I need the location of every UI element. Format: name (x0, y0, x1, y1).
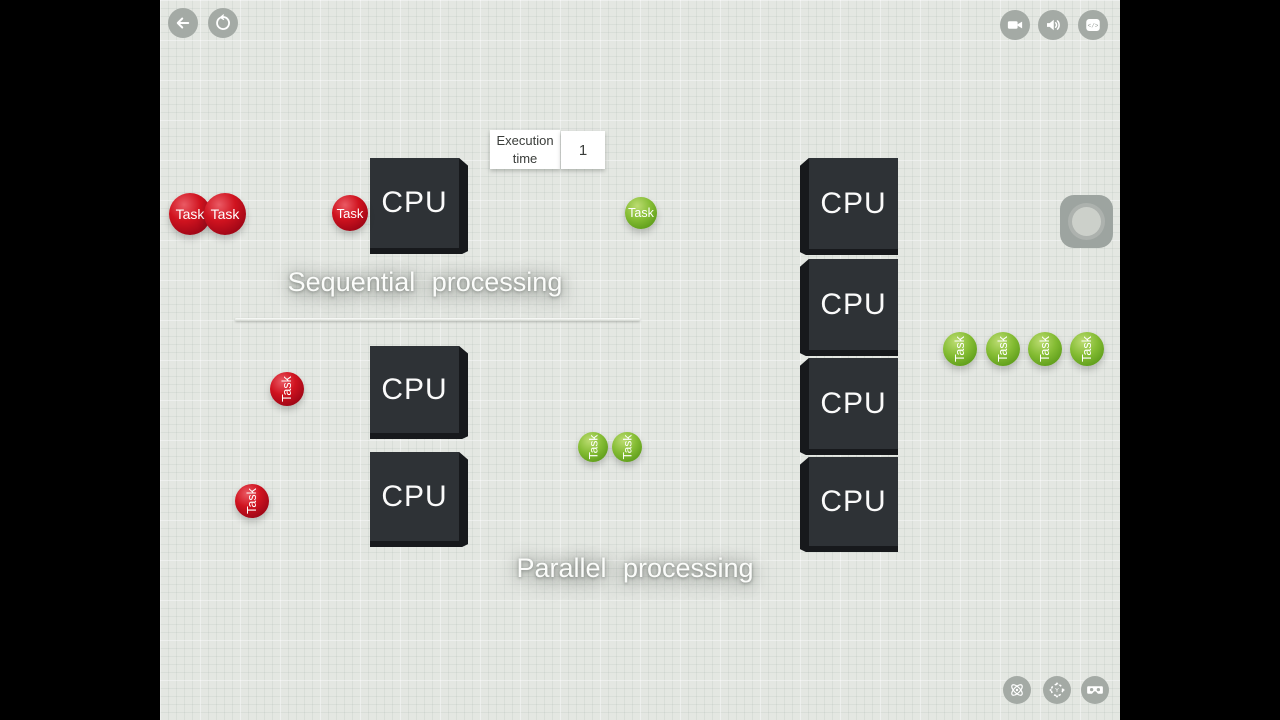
cpu-label: CPU (820, 386, 887, 420)
vr-view-button[interactable] (1081, 676, 1109, 704)
orbit-atom-icon (1008, 681, 1026, 699)
task-ball-green[interactable]: Task (612, 432, 642, 462)
video-camera-icon (1006, 16, 1024, 34)
execution-time-value[interactable]: 1 (561, 131, 605, 169)
cpu-label: CPU (381, 479, 448, 513)
cpu-block-parallel-left-2: CPU (370, 452, 468, 547)
cpu-block-sequential: CPU (370, 158, 468, 254)
task-label: Task (244, 488, 259, 514)
svg-text:Y: Y (1055, 688, 1059, 694)
pan-360-icon: Y (1048, 681, 1066, 699)
joystick-knob-icon (1072, 207, 1101, 236)
task-ball-red[interactable]: Task (204, 193, 246, 235)
svg-text:</>: </> (1088, 23, 1099, 30)
task-label: Task (952, 336, 967, 362)
cpu-label: CPU (381, 372, 448, 406)
sound-button[interactable] (1038, 10, 1068, 40)
reset-icon (214, 14, 232, 32)
back-button[interactable] (168, 8, 198, 38)
task-label: Task (210, 206, 240, 222)
task-label: Task (995, 336, 1010, 362)
cpu-block-parallel-right-3: CPU (800, 358, 898, 455)
task-label: Task (620, 434, 634, 460)
task-ball-green[interactable]: Task (1028, 332, 1062, 366)
cpu-block-parallel-left-1: CPU (370, 346, 468, 439)
execution-time-label: Execution time (490, 130, 560, 169)
task-label: Task (279, 376, 294, 402)
task-label: Task (628, 206, 654, 220)
task-label: Task (175, 206, 205, 222)
cpu-label: CPU (820, 484, 887, 518)
task-ball-green[interactable]: Task (578, 432, 608, 462)
task-ball-red[interactable]: Task (235, 484, 269, 518)
sequential-processing-title: Sequential processing (287, 267, 563, 297)
vr-goggles-icon (1086, 681, 1104, 699)
embed-code-button[interactable]: </> (1078, 10, 1108, 40)
task-label: Task (1037, 336, 1052, 362)
task-ball-green[interactable]: Task (986, 332, 1020, 366)
task-label: Task (1079, 336, 1094, 362)
task-label: Task (586, 434, 600, 460)
speaker-icon (1044, 16, 1062, 34)
cpu-label: CPU (820, 186, 887, 220)
task-ball-green[interactable]: Task (943, 332, 977, 366)
parallel-processing-title: Parallel processing (516, 553, 754, 583)
task-ball-red[interactable]: Task (270, 372, 304, 406)
back-arrow-icon (174, 14, 192, 32)
section-divider-line (235, 318, 640, 321)
task-label: Task (336, 205, 364, 221)
task-ball-green[interactable]: Task (625, 197, 657, 229)
task-ball-green[interactable]: Task (1070, 332, 1104, 366)
execution-time-value-text: 1 (578, 141, 588, 159)
simulation-canvas[interactable]: </> Execution time 1 Sequential processi… (160, 0, 1120, 720)
orbit-view-button[interactable] (1003, 676, 1031, 704)
cpu-block-parallel-right-1: CPU (800, 158, 898, 255)
cpu-block-parallel-right-4: CPU (800, 457, 898, 552)
pan-360-button[interactable]: Y (1043, 676, 1071, 704)
cpu-label: CPU (381, 186, 448, 219)
execution-time-label-text: Execution time (496, 132, 554, 166)
embed-code-icon: </> (1084, 16, 1102, 34)
cpu-block-parallel-right-2: CPU (800, 259, 898, 356)
cpu-label: CPU (820, 287, 887, 321)
reset-button[interactable] (208, 8, 238, 38)
joystick-control[interactable] (1060, 195, 1113, 248)
task-ball-red[interactable]: Task (332, 195, 368, 231)
record-video-button[interactable] (1000, 10, 1030, 40)
